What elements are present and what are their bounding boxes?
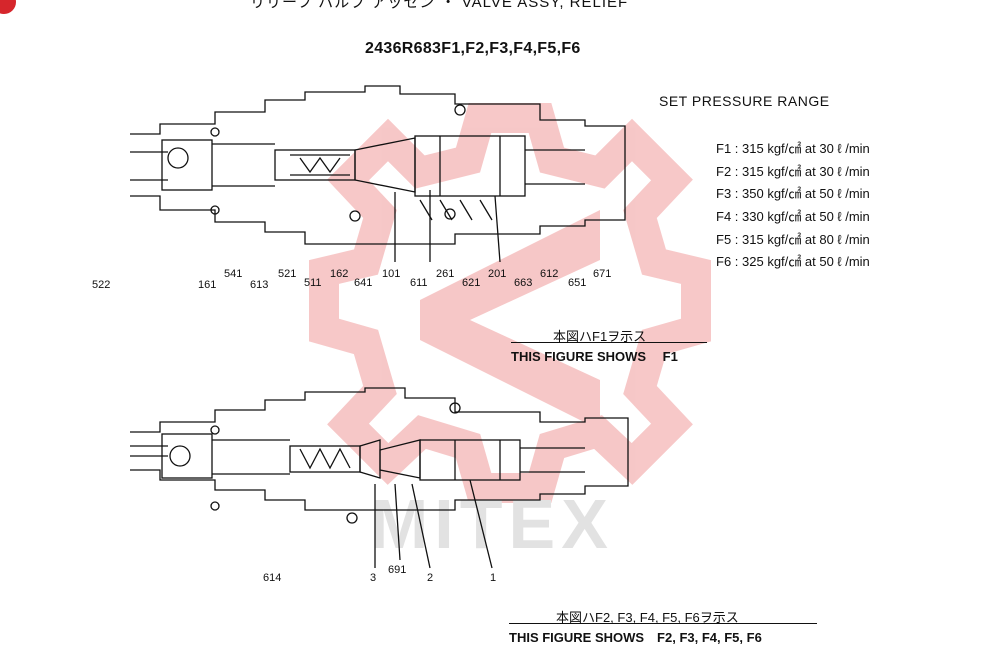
- callout-641: 641: [354, 277, 373, 289]
- callout-261: 261: [436, 268, 455, 280]
- callout-101: 101: [382, 268, 401, 280]
- pressure-code: F2: [716, 164, 732, 179]
- caption-f2f6-jp: 本図ハF2, F3, F4, F5, F6ヲ示ス: [556, 610, 739, 625]
- callout-511: 511: [304, 277, 322, 289]
- callout-651: 651: [568, 277, 587, 289]
- pressure-code: F4: [716, 209, 732, 224]
- pressure-row: F3 : 350 kgf/㎠ at 50 ℓ /min: [716, 186, 870, 201]
- pressure-value: 350 kgf/㎠ at 50 ℓ /min: [742, 186, 870, 201]
- callout-663: 663: [514, 277, 533, 289]
- pressure-row: F1 : 315 kgf/㎠ at 30 ℓ /min: [716, 141, 870, 156]
- pressure-value: 315 kgf/㎠ at 30 ℓ /min: [742, 141, 870, 156]
- caption-f1-en: THIS FIGURE SHOWS F1: [511, 342, 707, 365]
- bottom-valve-assembly: [130, 387, 629, 569]
- callout-3: 3: [370, 572, 377, 584]
- watermark-logo: MITEX: [309, 103, 711, 563]
- pressure-code: F5: [716, 232, 732, 247]
- top-valve-assembly: [130, 85, 626, 263]
- callout-162: 162: [330, 268, 349, 280]
- pressure-code: F3: [716, 186, 732, 201]
- pressure-row: F2 : 315 kgf/㎠ at 30 ℓ /min: [716, 164, 870, 179]
- callout-2: 2: [427, 572, 434, 584]
- pressure-value: 325 kgf/㎠ at 50 ℓ /min: [742, 254, 870, 269]
- pressure-row: F6 : 325 kgf/㎠ at 50 ℓ /min: [716, 254, 870, 269]
- pressure-value: 315 kgf/㎠ at 30 ℓ /min: [742, 164, 870, 179]
- part-number: 2436R683F1,F2,F3,F4,F5,F6: [365, 40, 581, 57]
- callout-541: 541: [224, 268, 243, 280]
- pressure-value: 330 kgf/㎠ at 50 ℓ /min: [742, 209, 870, 224]
- pressure-range-heading: SET PRESSURE RANGE: [659, 93, 830, 109]
- pressure-code: F6: [716, 254, 732, 269]
- callout-613: 613: [250, 279, 269, 291]
- callout-1: 1: [490, 572, 497, 584]
- pressure-value: 315 kgf/㎠ at 80 ℓ /min: [742, 232, 870, 247]
- drawing-title: リリーフ バルブ アッセン ・ VALVE ASSY, RELIEF: [250, 0, 629, 11]
- callout-691: 691: [388, 564, 407, 576]
- callout-621: 621: [462, 277, 481, 289]
- pressure-row: F4 : 330 kgf/㎠ at 50 ℓ /min: [716, 209, 870, 224]
- callout-521: 521: [278, 268, 297, 280]
- caption-f1-jp: 本図ハF1ヲ示ス: [553, 329, 647, 344]
- pressure-code: F1: [716, 141, 732, 156]
- callout-522: 522: [92, 279, 111, 291]
- callout-614: 614: [263, 572, 282, 584]
- callout-612: 612: [540, 268, 559, 280]
- logo-badge: [0, 0, 16, 14]
- watermark-text: MITEX: [370, 485, 614, 563]
- callout-611: 611: [410, 277, 428, 289]
- callout-161: 161: [198, 279, 217, 291]
- callout-671: 671: [593, 268, 612, 280]
- caption-f2f6-en: THIS FIGURE SHOWS F2, F3, F4, F5, F6: [509, 623, 817, 646]
- callout-201: 201: [488, 268, 507, 280]
- pressure-row: F5 : 315 kgf/㎠ at 80 ℓ /min: [716, 232, 870, 247]
